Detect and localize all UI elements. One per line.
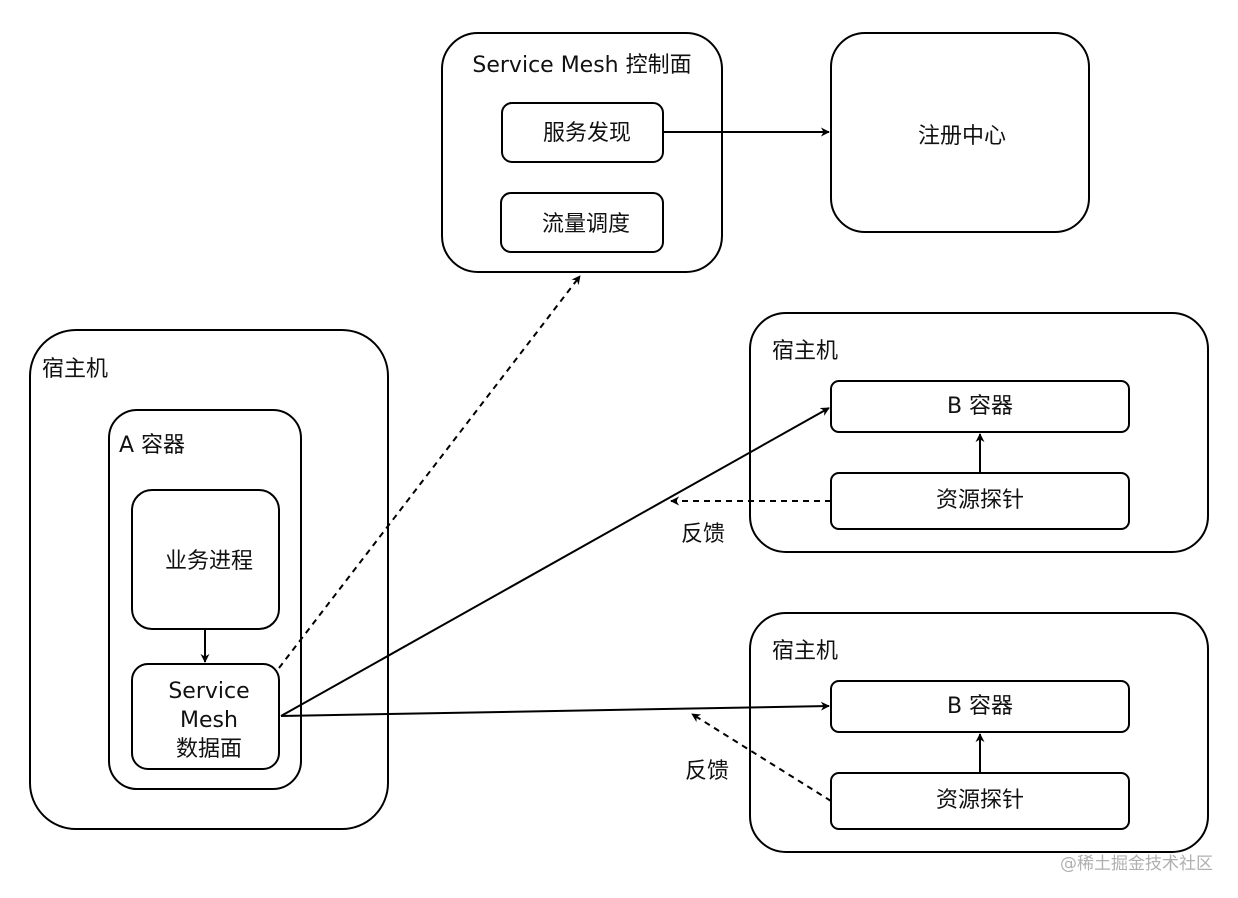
business-process-label: 业务进程 <box>165 549 253 574</box>
service-discovery-box: 服务发现 <box>501 102 664 163</box>
host-b1-title: 宿主机 <box>772 339 838 364</box>
registry-box: 注册中心 <box>830 32 1090 233</box>
probe-b2-label: 资源探针 <box>936 788 1024 813</box>
data-plane-label-line1: Service <box>168 679 249 704</box>
business-process-box: 业务进程 <box>131 489 280 630</box>
probe-b2-feedback-dashed-arrow <box>691 713 832 802</box>
service-discovery-label: 服务发现 <box>543 121 631 146</box>
data-plane-label-line2: Mesh <box>180 708 238 733</box>
registry-label: 注册中心 <box>918 124 1006 149</box>
dataplane-to-b1-arrow <box>280 407 830 717</box>
data-plane-label-line3: 数据面 <box>176 737 242 762</box>
data-plane-box: Service Mesh 数据面 <box>131 663 280 770</box>
host-a-title: 宿主机 <box>42 357 108 382</box>
feedback-label-b1: 反馈 <box>681 522 725 547</box>
container-b2-box: B 容器 <box>830 680 1130 733</box>
host-b2-title: 宿主机 <box>772 639 838 664</box>
probe-b1-box: 资源探针 <box>830 472 1130 530</box>
container-a-title: A 容器 <box>119 433 185 458</box>
watermark: @稀土掘金技术社区 <box>1060 854 1213 874</box>
probe-b1-label: 资源探针 <box>936 488 1024 513</box>
dataplane-to-control-dashed-arrow <box>278 275 581 669</box>
control-plane-title: Service Mesh 控制面 <box>472 53 691 78</box>
container-b1-box: B 容器 <box>830 380 1130 433</box>
traffic-scheduling-box: 流量调度 <box>500 192 664 253</box>
probe-b2-box: 资源探针 <box>830 772 1130 830</box>
container-b2-label: B 容器 <box>947 694 1013 719</box>
traffic-scheduling-label: 流量调度 <box>542 212 630 237</box>
feedback-label-b2: 反馈 <box>685 759 729 784</box>
container-b1-label: B 容器 <box>947 394 1013 419</box>
dataplane-to-b2-arrow <box>280 701 830 717</box>
